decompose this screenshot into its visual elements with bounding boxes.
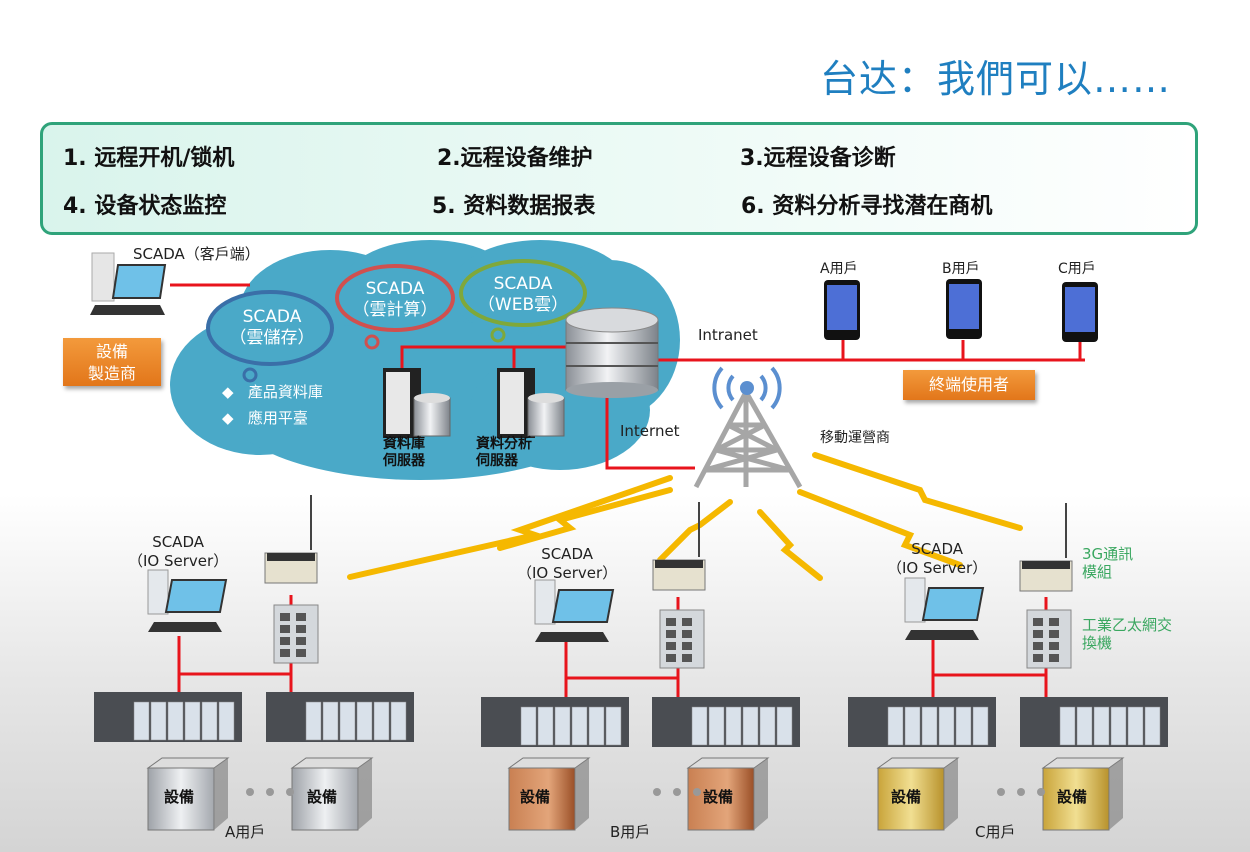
site-c-device-1: 設備 (891, 788, 922, 806)
switch-line-1: 工業乙太網交 (1082, 616, 1173, 634)
analysis-server-label: 資料分析伺服器 (476, 436, 532, 470)
mobile-user-b: B用戶 (942, 261, 980, 277)
diamond-icon: ◆ (222, 409, 234, 427)
site-a-scada-label: SCADA（IO Server） (128, 533, 228, 571)
site-b-device-2: 設備 (703, 788, 734, 806)
slide-title: 台达：我們可以…… (820, 57, 1172, 101)
feature-2: 2.远程设备维护 (437, 146, 593, 171)
compute-title: SCADA (365, 279, 425, 299)
site-a-scada-sub: （IO Server） (128, 552, 229, 570)
storage-sub: （雲儲存） (229, 328, 315, 348)
compute-sub: （雲計算） (352, 300, 438, 320)
site-a-device-box-1 (147, 767, 215, 831)
site-a-device-2: 設備 (307, 788, 338, 806)
mobile-user-c: C用戶 (1058, 261, 1096, 277)
analysis-server-line-1: 資料分析 (476, 436, 532, 452)
carrier-label: 移動運營商 (820, 430, 890, 446)
db-server-line-2: 伺服器 (383, 453, 425, 469)
module-3g-line-2: 模組 (1082, 563, 1113, 581)
manufacturer-badge: 設備 製造商 (63, 338, 161, 386)
ellipsis-dot (286, 788, 294, 796)
site-b-device-1: 設備 (520, 788, 551, 806)
feature-box (40, 122, 1198, 235)
module-3g-label: 3G通訊模組 (1082, 545, 1133, 581)
phone-icon-b (946, 279, 982, 339)
site-a-device-1: 設備 (164, 788, 195, 806)
site-b-scada-title: SCADA (541, 545, 593, 563)
phone-icon-a (824, 280, 860, 340)
phone-icon-c (1062, 282, 1098, 342)
site-a-device-box-2 (291, 767, 359, 831)
storage-cloud (206, 290, 334, 366)
site-a-pc-icon (147, 569, 169, 615)
module-3g-line-1: 3G通訊 (1082, 545, 1134, 563)
db-server-icon (383, 368, 451, 438)
compute-cloud (335, 264, 455, 332)
manufacturer-line-2: 製造商 (87, 364, 136, 383)
ellipsis-dot (673, 788, 681, 796)
site-b-device-box-2 (687, 767, 755, 831)
intranet-label: Intranet (698, 326, 758, 344)
switch-label: 工業乙太網交換機 (1082, 616, 1172, 652)
diamond-icon: ◆ (222, 383, 234, 401)
ellipsis-dot (653, 788, 661, 796)
site-c-device-box-2 (1042, 767, 1110, 831)
site-c-user: C用戶 (975, 823, 1016, 841)
feature-4: 4. 设备状态监控 (63, 194, 227, 219)
manufacturer-line-1: 設備 (95, 342, 128, 361)
client-pc-icon (90, 252, 167, 315)
site-a-scada-title: SCADA (152, 533, 204, 551)
feature-1: 1. 远程开机/锁机 (63, 146, 235, 171)
ellipsis-dot (266, 788, 274, 796)
cell-tower-icon (693, 390, 803, 489)
bullet-item-2: ◆ 應用平臺 (222, 407, 308, 428)
ellipsis-dot (997, 788, 1005, 796)
bullet-text-1: 產品資料庫 (247, 383, 323, 401)
web-sub: （WEB雲） (477, 295, 569, 315)
site-b-scada-sub: （IO Server） (517, 564, 618, 582)
analysis-server-icon (497, 368, 565, 438)
db-server-label: 資料庫伺服器 (383, 436, 425, 470)
site-b-scada-label: SCADA（IO Server） (517, 545, 617, 583)
site-c-scada-sub: （IO Server） (887, 559, 988, 577)
wireless-links (347, 452, 1023, 581)
site-c-scada-label: SCADA（IO Server） (887, 540, 987, 578)
ellipsis-dot (1017, 788, 1025, 796)
web-cloud (459, 259, 587, 327)
feature-6: 6. 资料分析寻找潜在商机 (741, 194, 993, 219)
feature-5: 5. 资料数据报表 (432, 194, 596, 219)
compute-cloud-label: SCADA（雲計算） (345, 279, 445, 321)
bullet-item-1: ◆ 產品資料庫 (222, 381, 323, 402)
end-users-badge: 終端使用者 (903, 370, 1035, 400)
internet-label: Internet (620, 422, 680, 440)
ellipsis-dot (693, 788, 701, 796)
db-server-line-1: 資料庫 (383, 436, 425, 452)
main-database-icon (565, 307, 659, 398)
site-c-pc-icon (904, 577, 926, 623)
client-label: SCADA（客戶端） (133, 245, 260, 263)
analysis-server-line-2: 伺服器 (476, 453, 518, 469)
bullet-text-2: 應用平臺 (247, 409, 308, 427)
switch-line-2: 換機 (1082, 634, 1113, 652)
storage-title: SCADA (242, 307, 302, 327)
ellipsis-dot (1037, 788, 1045, 796)
web-cloud-label: SCADA（WEB雲） (473, 274, 573, 316)
site-a-user: A用戶 (225, 823, 266, 841)
mobile-user-a: A用戶 (820, 261, 858, 277)
site-b-user: B用戶 (610, 823, 651, 841)
site-c-device-2: 設備 (1057, 788, 1088, 806)
site-c-scada-title: SCADA (911, 540, 963, 558)
ellipsis-dot (246, 788, 254, 796)
web-title: SCADA (493, 274, 553, 294)
site-b-pc-icon (534, 579, 556, 625)
storage-cloud-label: SCADA（雲儲存） (222, 307, 322, 349)
site-b-device-box-1 (508, 767, 576, 831)
feature-3: 3.远程设备诊断 (740, 146, 896, 171)
